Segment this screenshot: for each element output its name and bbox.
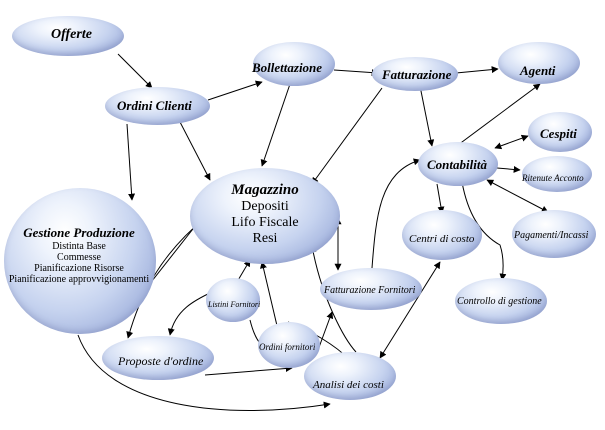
node-pagamenti-incassi xyxy=(512,210,596,258)
label-pagamenti-incassi: Pagamenti/Incassi xyxy=(514,230,589,241)
label-ritenute-acconto: Ritenute Acconto xyxy=(522,173,584,183)
arrow-contabilita-pagamenti xyxy=(486,179,549,213)
label-offerte: Offerte xyxy=(51,27,92,42)
label-contabilita: Contabilità xyxy=(427,157,487,172)
label-listini-fornitori: Listini Fornitori xyxy=(208,300,261,309)
arrow-proposte-ordinifornitori xyxy=(204,365,293,376)
node-proposte-ordine xyxy=(102,336,214,380)
node-offerte xyxy=(12,16,124,56)
node-centri-di-costo xyxy=(402,210,482,260)
label-gestione-line: Distinta Base xyxy=(52,241,106,252)
label-gestione-line: Commesse xyxy=(57,252,101,263)
node-magazzino xyxy=(190,168,340,264)
arrow-gestione-analisi xyxy=(77,334,331,411)
node-fatturazione xyxy=(372,57,458,91)
label-gestione-produzione-group: Gestione Produzione Distinta Base Commes… xyxy=(0,226,158,285)
node-fatturazione-fornitori xyxy=(320,268,422,310)
arrow-contabilita-cespiti xyxy=(494,134,529,150)
label-ordini-clienti: Ordini Clienti xyxy=(117,98,192,113)
label-fatturazione: Fatturazione xyxy=(382,67,452,82)
arrow-ordini-gestione xyxy=(126,123,136,201)
arrow-analisi-centri xyxy=(379,261,441,359)
arrow-ordini-magazzino xyxy=(179,121,211,181)
arrow-offerte-ordini xyxy=(117,53,153,89)
arrow-fattfornitori-contabilita xyxy=(371,158,421,269)
arrow-bollettazione-magazzino xyxy=(260,83,291,167)
arrow-fatturazione-agenti xyxy=(455,66,499,74)
arrow-contabilita-controllo xyxy=(461,181,507,281)
arrow-fatturazione-magazzino xyxy=(311,87,383,185)
label-cespiti: Cespiti xyxy=(540,126,577,141)
node-ritenute-acconto xyxy=(522,156,592,192)
node-bollettazione xyxy=(253,42,335,86)
arrow-contabilita-ritenute xyxy=(496,165,521,173)
arrow-fatturazione-contabilita xyxy=(419,85,435,147)
arrow-bollettazione-fatturazione xyxy=(333,69,379,77)
node-agenti xyxy=(498,42,580,84)
arrow-contabilita-centri xyxy=(436,183,445,214)
node-listini-fornitori xyxy=(206,278,260,322)
label-centri-di-costo: Centri di costo xyxy=(409,233,475,245)
label-controllo-gestione: Controllo di gestione xyxy=(457,296,542,307)
label-gestione-line: Pianificazione Risorse xyxy=(34,263,124,274)
node-controllo-gestione xyxy=(455,278,547,324)
node-cespiti xyxy=(528,112,592,152)
label-analisi-costi: Analisi dei costi xyxy=(313,379,384,391)
label-magazzino-line: Depositi xyxy=(241,199,289,214)
label-magazzino: Magazzino xyxy=(231,182,299,198)
node-contabilita xyxy=(418,142,498,186)
label-bollettazione: Bollettazione xyxy=(252,60,323,75)
arrow-contabilita-agenti xyxy=(457,83,541,146)
node-gestione-produzione xyxy=(4,188,156,334)
node-ordini-fornitori xyxy=(258,322,320,368)
node-ordini-clienti xyxy=(105,87,210,125)
label-proposte-ordine: Proposte d'ordine xyxy=(118,354,204,368)
arrow-ordini-bollettazione xyxy=(207,80,263,101)
label-gestione-line: Pianificazione approvvigionamenti xyxy=(8,274,150,285)
arrow-ordinifornitori-magazzino xyxy=(260,261,279,331)
label-magazzino-line: Resi xyxy=(252,231,278,246)
node-analisi-costi xyxy=(304,352,396,400)
label-agenti: Agenti xyxy=(520,63,556,78)
arrow-magazzino-analisi xyxy=(309,245,357,353)
label-fatturazione-fornitori: Fatturazione Fornitori xyxy=(324,285,416,296)
label-magazzino-group: Magazzino Depositi Lifo Fiscale Resi xyxy=(190,183,340,246)
arrow-ordinifornitori-fattfornitori xyxy=(317,311,334,351)
label-magazzino-line: Lifo Fiscale xyxy=(231,215,299,230)
label-ordini-fornitori: Ordini fornitori xyxy=(259,342,316,352)
label-gestione-produzione: Gestione Produzione xyxy=(23,225,135,240)
